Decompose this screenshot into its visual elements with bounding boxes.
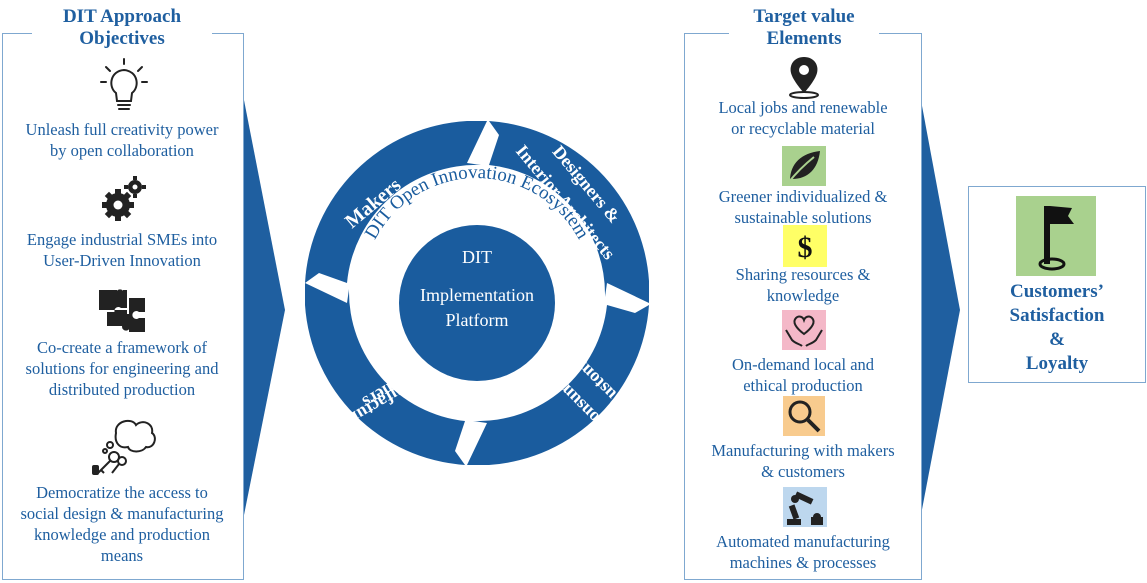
segment-designers: [489, 121, 649, 303]
value-on-demand: On-demand local and ethical production: [731, 355, 875, 395]
left-flow-arrow: [243, 95, 285, 520]
target-title-line2: Elements: [766, 28, 842, 49]
dollar-icon: $: [798, 231, 813, 264]
value-sharing: Sharing resources & knowledge: [735, 265, 871, 305]
heart-hands-icon: [785, 315, 823, 347]
objective-framework: Co-create a framework of solutions for e…: [25, 338, 219, 399]
lightbulb-icon: [100, 58, 148, 110]
objective-creativity: Unleash full creativity power by open co…: [25, 120, 219, 160]
approach-title-line1: DIT Approach: [62, 6, 182, 27]
satisfaction-line2: Satisfaction: [1009, 305, 1105, 326]
satisfaction-line3: &: [1049, 329, 1065, 350]
core-line3: Platform: [446, 310, 509, 330]
magnifier-icon: [788, 400, 821, 433]
segment-consumers: [467, 305, 649, 465]
middle-flow-arrow: [920, 95, 960, 520]
robot-arm-icon: [787, 491, 823, 525]
location-pin-icon: [789, 57, 819, 99]
approach-objectives-title: DIT Approach Objectives: [32, 6, 212, 50]
value-greener: Greener individualized & sustainable sol…: [718, 187, 888, 227]
satisfaction-line1: Customers’: [1010, 281, 1104, 302]
flag-icon: [1038, 206, 1074, 271]
objective-smes: Engage industrial SMEs into User-Driven …: [26, 230, 218, 270]
dollar-icon-bg: [783, 225, 827, 267]
approach-title-line2: Objectives: [79, 28, 165, 49]
platform-core: [399, 225, 555, 381]
core-line2: Implementation: [420, 285, 534, 305]
ecosystem-cycle: Makers Designers & Interior Architects C…: [305, 121, 649, 465]
svg-text:$: $: [798, 231, 813, 264]
puzzle-icon: [99, 289, 145, 332]
gears-icon: [102, 176, 146, 221]
value-automated: Automated manufacturing machines & proce…: [716, 532, 890, 572]
value-manufacturing-makers: Manufacturing with makers & customers: [711, 441, 895, 481]
satisfaction-line4: Loyalty: [1025, 353, 1089, 374]
satisfaction-text: Customers’ Satisfaction & Loyalty: [970, 280, 1144, 376]
leaf-icon: [787, 151, 820, 184]
heart-hands-icon-bg: [782, 310, 826, 350]
keys-cloud-icon: [92, 419, 156, 475]
core-line1: DIT: [462, 247, 492, 267]
objective-democratize: Democratize the access to social design …: [20, 483, 224, 565]
segment-manufacturers: [305, 283, 465, 465]
target-title-line1: Target value: [753, 6, 855, 27]
target-value-title: Target value Elements: [729, 6, 879, 50]
value-local-jobs: Local jobs and renewable or recyclable m…: [718, 98, 888, 138]
segment-makers: [305, 121, 487, 283]
